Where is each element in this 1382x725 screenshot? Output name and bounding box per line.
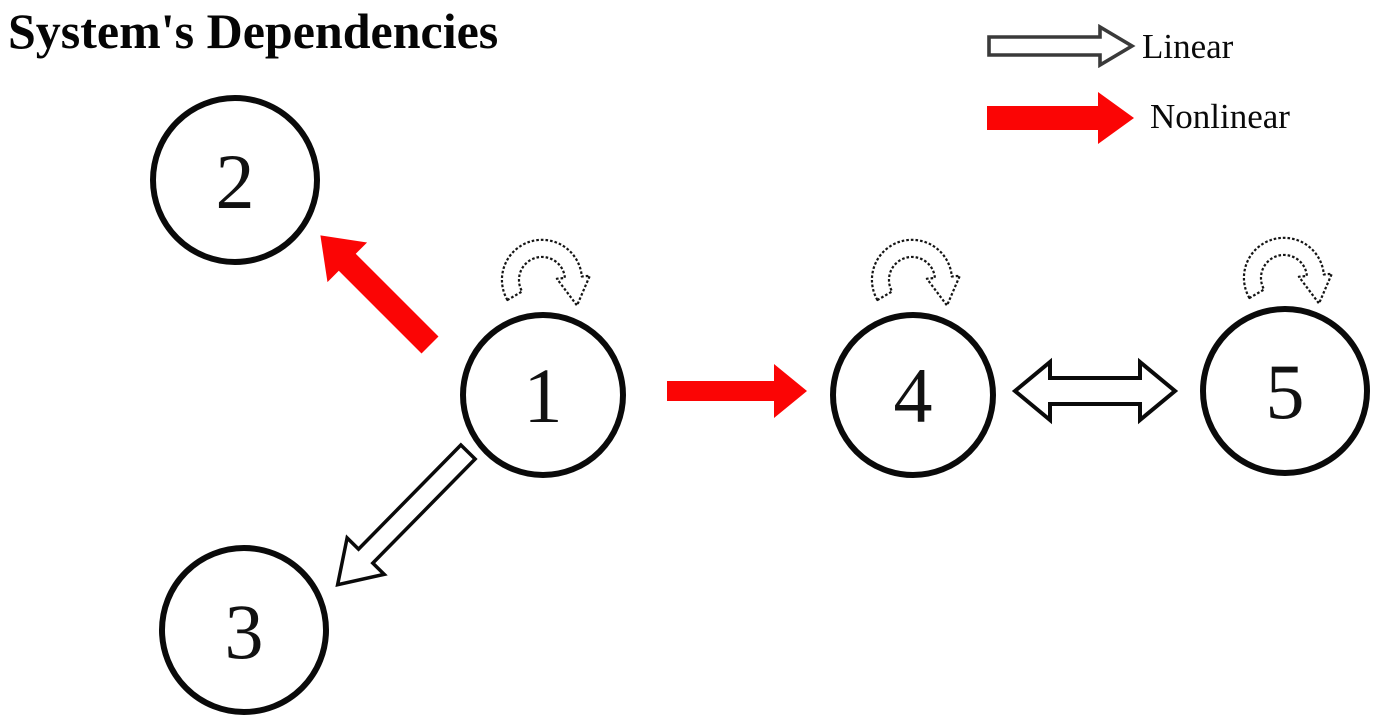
nonlinear-arrow-icon — [987, 92, 1134, 144]
node-4-circle — [830, 312, 996, 478]
linear-arrow-icon — [987, 24, 1136, 68]
node-1-circle — [460, 312, 626, 478]
node-1-label: 1 — [524, 352, 563, 439]
node-2-circle — [150, 95, 320, 265]
node-5-label: 5 — [1266, 348, 1305, 435]
node-2-label: 2 — [216, 138, 255, 225]
node-3-circle — [159, 545, 329, 715]
self-loop-arrow-node-5 — [1242, 236, 1333, 305]
linear-double-arrow-4-5 — [1011, 357, 1179, 425]
node-4-label: 4 — [894, 352, 933, 439]
legend-label-nonlinear: Nonlinear — [1150, 97, 1290, 136]
node-3-label: 3 — [225, 588, 264, 675]
linear-arrow-1-to-3 — [335, 442, 478, 587]
nonlinear-arrow-1-to-4 — [667, 364, 807, 418]
legend-label-linear: Linear — [1142, 27, 1234, 66]
self-loop-arrow-node-1 — [500, 238, 591, 307]
nonlinear-arrow-1-to-2 — [320, 235, 439, 354]
node-5-circle — [1200, 306, 1370, 476]
figure-title: System's Dependencies — [8, 3, 499, 59]
self-loop-arrow-node-4 — [870, 238, 961, 307]
